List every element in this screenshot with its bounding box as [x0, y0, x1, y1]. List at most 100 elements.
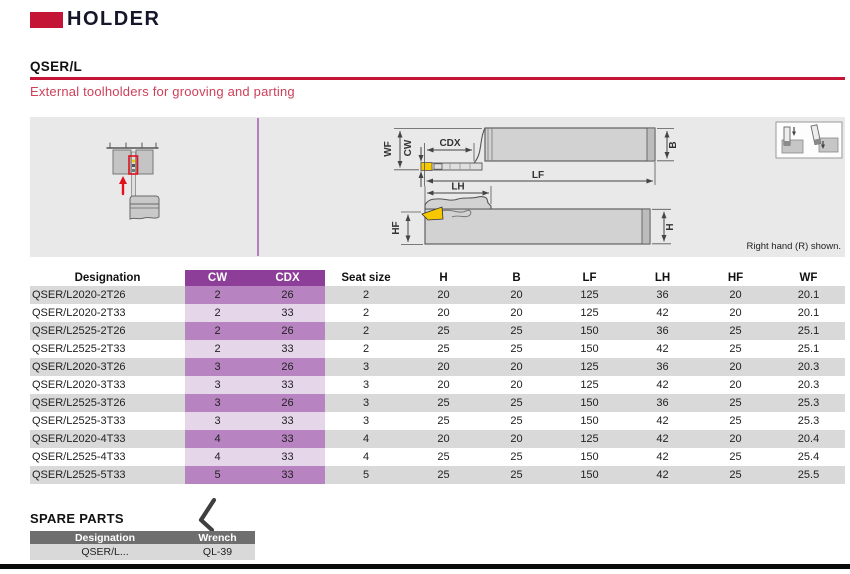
table-row: QSER/L2020-4T33 4 33 4 20 20 125 42 20 2…: [30, 430, 845, 448]
cell-cw: 2: [185, 304, 250, 322]
col-header-cw: CW: [185, 270, 250, 286]
cell-b: 25: [480, 394, 553, 412]
spare-cell-designation: QSER/L...: [30, 544, 180, 560]
cell-seat-size: 4: [362, 451, 370, 463]
cell-b: 25: [480, 322, 553, 340]
cell-hf: 25: [729, 415, 742, 427]
cell-hf: 20: [699, 286, 772, 304]
insert-dot: [131, 159, 136, 163]
cell-cdx: 33: [250, 304, 325, 322]
cell-wf: 20.4: [772, 430, 845, 448]
cell-b: 20: [480, 430, 553, 448]
col-header-b: B: [512, 272, 521, 284]
col-header-cdx: CDX: [250, 270, 325, 286]
table-header-row: Designation CW CDX Seat size H B LF LH H…: [30, 270, 845, 286]
cell-cdx: 33: [250, 376, 325, 394]
cell-lf: 125: [553, 358, 626, 376]
cell-seat-size: 3: [362, 415, 370, 427]
cell-cdx: 26: [250, 322, 325, 340]
col-header-wf: WF: [799, 272, 818, 284]
cell-lf: 150: [553, 466, 626, 484]
brand-title: HOLDER: [67, 8, 161, 30]
cell-lh: 36: [626, 394, 699, 412]
cell-lf: 150: [553, 322, 626, 340]
page-title: QSER/L: [30, 59, 83, 74]
cell-designation: QSER/L2525-5T33: [30, 466, 185, 484]
cell-designation: QSER/L2020-3T26: [30, 358, 185, 376]
cell-designation: QSER/L2525-2T33: [32, 343, 126, 355]
cell-h: 25: [407, 466, 480, 484]
table-row: QSER/L2525-3T33 3 33 3 25 25 150 42 25 2…: [30, 412, 845, 430]
cell-cdx: 26: [250, 358, 325, 376]
feed-arrow-icon: [119, 176, 127, 196]
cell-lf: 150: [580, 343, 599, 355]
hand-orientation-icon: [775, 121, 843, 159]
hand-note: Right hand (R) shown.: [746, 241, 841, 252]
table-row: QSER/L2020-3T26 3 26 3 20 20 125 36 20 2…: [30, 358, 845, 376]
title-underline: [30, 77, 845, 80]
cell-designation: QSER/L2020-4T33: [30, 430, 185, 448]
insert-top-view: [420, 162, 433, 171]
workpiece-right: [135, 149, 154, 175]
cell-cdx: 33: [250, 412, 325, 430]
col-header-designation: Designation: [74, 272, 141, 284]
cell-b: 20: [510, 307, 523, 319]
cell-seat-size: 2: [325, 322, 407, 340]
cell-cw: 3: [185, 412, 250, 430]
page-subtitle: External toolholders for grooving and pa…: [30, 84, 295, 99]
col-header-lh: LH: [654, 272, 671, 284]
cell-hf: 25: [699, 394, 772, 412]
side-view-drawing: LH HF H: [391, 182, 676, 245]
cell-b: 25: [510, 415, 523, 427]
table-row: QSER/L2020-2T33 2 33 2 20 20 125 42 20 2…: [30, 304, 845, 322]
brand: HOLDER: [30, 8, 160, 31]
cell-lf: 150: [580, 415, 599, 427]
cell-h: 20: [437, 307, 450, 319]
table-row: QSER/L2020-3T33 3 33 3 20 20 125 42 20 2…: [30, 376, 845, 394]
cell-lh: 36: [626, 358, 699, 376]
cell-h: 20: [407, 430, 480, 448]
wrench-icon: [198, 497, 217, 533]
table-row: QSER/L2525-2T26 2 26 2 25 25 150 36 25 2…: [30, 322, 845, 340]
cell-cdx: 33: [250, 448, 325, 466]
cell-wf: 25.5: [772, 466, 845, 484]
col-header-hf: HF: [727, 272, 744, 284]
cell-h: 25: [437, 343, 450, 355]
cell-cdx: 26: [250, 394, 325, 412]
dim-label-lf: LF: [532, 170, 544, 181]
cell-seat-size: 2: [362, 307, 370, 319]
cell-wf: 20.1: [772, 286, 845, 304]
cell-lh: 42: [626, 466, 699, 484]
dim-label-lh: LH: [451, 182, 464, 193]
cell-b: 25: [510, 451, 523, 463]
cell-cw: 3: [185, 394, 250, 412]
table-row: QSER/L2525-5T33 5 33 5 25 25 150 42 25 2…: [30, 466, 845, 484]
cell-h: 25: [407, 394, 480, 412]
spare-col-wrench: Wrench: [180, 531, 255, 544]
table-row: QSER/L2525-4T33 4 33 4 25 25 150 42 25 2…: [30, 448, 845, 466]
spare-header-row: Designation Wrench: [30, 531, 255, 544]
cell-lf: 125: [580, 307, 599, 319]
cell-hf: 20: [729, 307, 742, 319]
cell-cw: 2: [185, 286, 250, 304]
cell-h: 20: [437, 379, 450, 391]
cell-designation: QSER/L2020-2T33: [32, 307, 126, 319]
cell-cdx: 26: [250, 286, 325, 304]
cell-hf: 25: [699, 466, 772, 484]
cell-seat-size: 4: [325, 430, 407, 448]
diagram-panel: WF CW CDX LF B LH: [30, 117, 845, 257]
cell-designation: QSER/L2525-2T26: [30, 322, 185, 340]
table-row: QSER/L2525-3T26 3 26 3 25 25 150 36 25 2…: [30, 394, 845, 412]
dim-label-cw: CW: [403, 139, 414, 156]
footer-bar: [0, 564, 850, 569]
cell-lf: 150: [553, 394, 626, 412]
holders-table: Designation CW CDX Seat size H B LF LH H…: [30, 270, 845, 484]
cell-cdx: 33: [250, 430, 325, 448]
cell-cw: 3: [185, 376, 250, 394]
spare-parts-table: Designation Wrench QSER/L... QL-39: [30, 531, 255, 560]
cell-lh: 42: [626, 430, 699, 448]
dim-label-wf: WF: [383, 141, 394, 157]
cell-b: 20: [480, 286, 553, 304]
cell-lf: 125: [553, 286, 626, 304]
cell-h: 25: [407, 322, 480, 340]
